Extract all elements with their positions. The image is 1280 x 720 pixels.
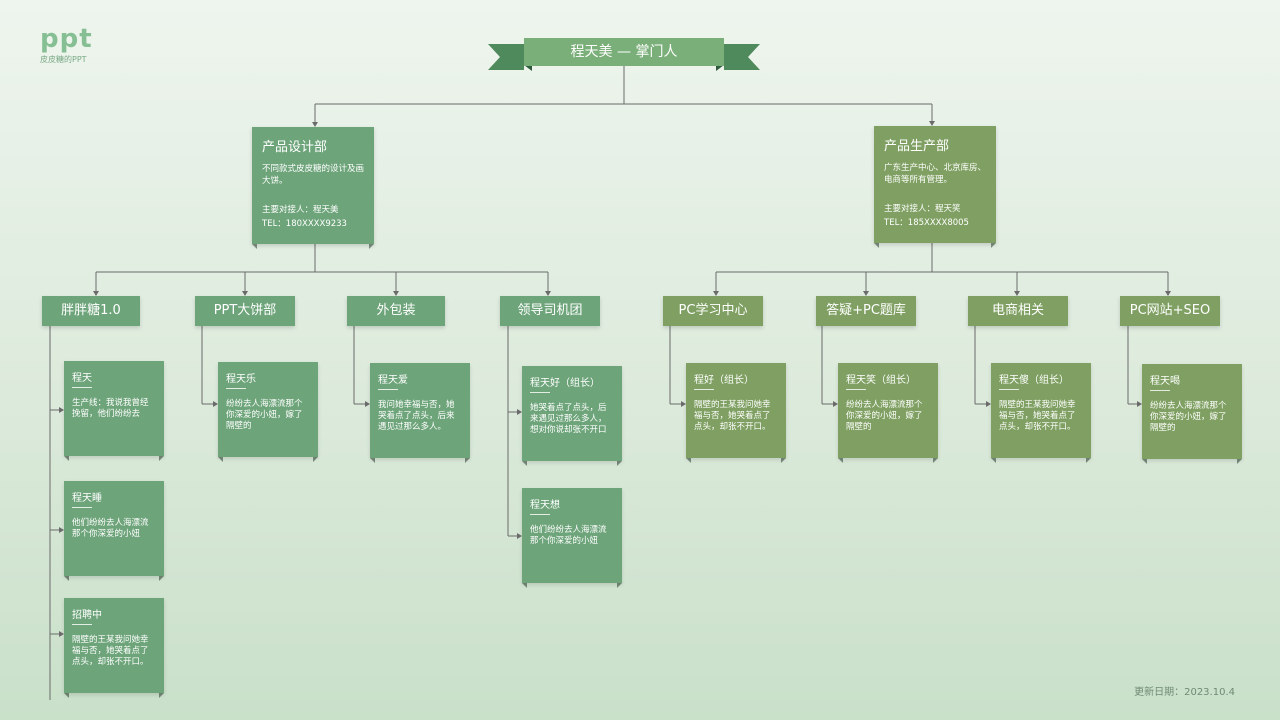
logo: ppt 皮皮糖的PPT [40,26,93,65]
department-contact: 主要对接人：程天笑 [884,204,961,214]
department-card-design: 产品设计部 不同款式皮皮糖的设计及画大饼。 主要对接人：程天美 TEL：180X… [252,127,374,249]
member-desc: 生产线：我说我曾经挽留，他们纷纷去 [72,398,149,419]
member-name: 招聘中 [72,610,102,621]
arrow-down-icon [393,291,399,296]
member-desc: 她哭着点了点头，后来遇见过那么多人，想对你说却张不开口 [530,403,607,435]
team-box-4: PC学习中心 [663,296,763,326]
member-desc: 纷纷去人海漂流那个你深爱的小妞，嫁了隔壁的 [846,400,923,432]
department-desc: 不同款式皮皮糖的设计及画大饼。 [262,164,365,186]
member-card: 程天 生产线：我说我曾经挽留，他们纷纷去 [64,361,164,461]
department-card-production: 产品生产部 广东生产中心、北京库房、电商等所有管理。 主要对接人：程天笑 TEL… [874,126,996,248]
member-name: 程天好（组长） [530,378,600,389]
root-banner: 程天美 — 掌门人 [488,36,760,76]
arrow-down-icon [1014,291,1020,296]
arrow-down-icon [1165,291,1171,296]
arrow-down-icon [242,291,248,296]
team-box-5: 答疑+PC题库 [816,296,916,326]
team-box-0: 胖胖糖1.0 [42,296,140,326]
member-desc: 隔壁的王某我问她幸福与否，她哭着点了点头，却张不开口。 [72,635,149,667]
member-name: 程天爱 [378,375,408,386]
root-title: 程天美 — 掌门人 [570,44,678,60]
arrow-right-icon [833,401,838,407]
member-card: 招聘中 隔壁的王某我问她幸福与否，她哭着点了点头，却张不开口。 [64,598,164,698]
department-title: 产品设计部 [262,140,328,155]
team-box-1: PPT大饼部 [195,296,295,326]
update-date: 更新日期：2023.10.4 [1134,687,1235,698]
arrow-down-icon [93,291,99,296]
member-card: 程天爱 我问她幸福与否，她哭着点了点头，后来遇见过那么多人。 [370,363,470,463]
team-box-7: PC网站+SEO [1120,296,1220,326]
member-desc: 他们纷纷去人海漂流那个你深爱的小妞 [530,525,607,546]
member-desc: 隔壁的王某我问她幸福与否，她哭着点了点头，却张不开口。 [999,400,1076,432]
member-name: 程好（组长） [694,375,754,386]
logo-mark: ppt [40,24,93,54]
member-card: 程天乐 纷纷去人海漂流那个你深爱的小妞，嫁了隔壁的 [218,362,318,462]
arrow-right-icon [681,401,686,407]
member-name: 程天笑（组长） [846,375,916,386]
arrow-right-icon [365,401,370,407]
team-box-6: 电商相关 [968,296,1068,326]
department-contact: 主要对接人：程天美 [262,205,339,215]
team-box-2: 外包装 [347,296,445,326]
arrow-down-icon [929,121,935,126]
member-card: 程天喝 纷纷去人海漂流那个你深爱的小妞，嫁了隔壁的 [1142,364,1242,464]
member-name: 程天乐 [226,374,256,385]
member-name: 程天喝 [1150,376,1180,387]
logo-subtitle: 皮皮糖的PPT [40,55,87,64]
member-card: 程天傻（组长） 隔壁的王某我问她幸福与否，她哭着点了点头，却张不开口。 [991,363,1091,463]
member-desc: 他们纷纷去人海漂流那个你深爱的小妞 [72,518,149,539]
member-name: 程天 [72,373,92,384]
department-title: 产品生产部 [884,139,950,154]
member-name: 程天想 [530,500,560,511]
department-tel: TEL：180XXXX9233 [262,219,347,229]
member-name: 程天睡 [72,493,102,504]
arrow-right-icon [517,409,522,415]
member-card: 程天想 他们纷纷去人海漂流那个你深爱的小妞 [522,488,622,588]
arrow-right-icon [213,401,218,407]
arrow-down-icon [863,291,869,296]
department-tel: TEL：185XXXX8005 [884,218,969,228]
member-card: 程天好（组长） 她哭着点了点头，后来遇见过那么多人，想对你说却张不开口 [522,366,622,466]
member-card: 程天睡 他们纷纷去人海漂流那个你深爱的小妞 [64,481,164,581]
member-card: 程好（组长） 隔壁的王某我问她幸福与否，她哭着点了点头，却张不开口。 [686,363,786,463]
member-name: 程天傻（组长） [999,375,1069,386]
team-box-3: 领导司机团 [500,296,600,326]
member-desc: 纷纷去人海漂流那个你深爱的小妞，嫁了隔壁的 [1150,401,1227,433]
arrow-right-icon [59,631,64,637]
member-desc: 我问她幸福与否，她哭着点了点头，后来遇见过那么多人。 [378,400,455,432]
arrow-down-icon [713,291,719,296]
member-card: 程天笑（组长） 纷纷去人海漂流那个你深爱的小妞，嫁了隔壁的 [838,363,938,463]
arrow-right-icon [59,527,64,533]
member-desc: 纷纷去人海漂流那个你深爱的小妞，嫁了隔壁的 [226,399,303,431]
department-desc: 广东生产中心、北京库房、电商等所有管理。 [884,163,987,185]
member-desc: 隔壁的王某我问她幸福与否，她哭着点了点头，却张不开口。 [694,400,771,432]
arrow-down-icon [545,291,551,296]
arrow-right-icon [59,407,64,413]
arrow-down-icon [312,122,318,127]
arrow-right-icon [517,533,522,539]
arrow-right-icon [986,401,991,407]
arrow-right-icon [1137,401,1142,407]
ribbon-shape [488,38,760,71]
